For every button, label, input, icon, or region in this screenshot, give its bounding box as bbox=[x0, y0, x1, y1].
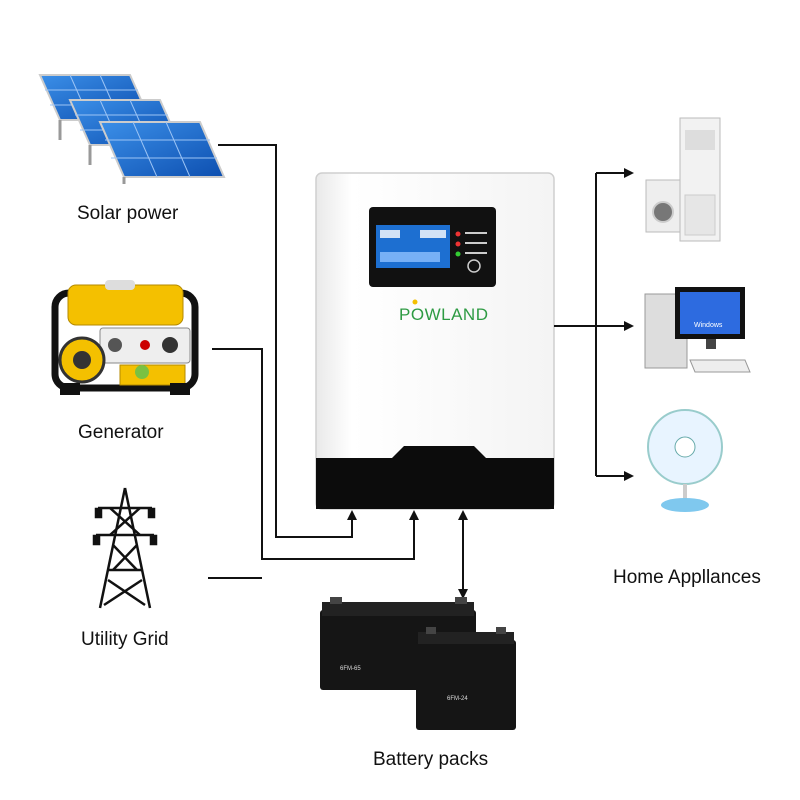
generator-icon bbox=[51, 280, 199, 395]
output-connections bbox=[554, 168, 634, 481]
fan-icon bbox=[647, 409, 723, 512]
inverter-display-panel bbox=[369, 207, 496, 287]
input-connections bbox=[208, 144, 468, 599]
home-appliances-label: Home Appllances bbox=[613, 567, 761, 588]
battery-packs-label: Battery packs bbox=[373, 749, 489, 770]
inverter-brand-logo: POWLAND bbox=[399, 305, 488, 324]
generator-label: Generator bbox=[78, 422, 164, 443]
solar-power-label: Solar power bbox=[77, 203, 179, 224]
utility-grid-label: Utility Grid bbox=[81, 629, 169, 650]
solar-panel-icon bbox=[38, 74, 226, 184]
generator-line bbox=[212, 348, 419, 560]
battery-pack-icon: 6FM-65 6FM-24 bbox=[320, 597, 516, 730]
windows-label: Windows bbox=[694, 322, 723, 329]
brand-sun-dot bbox=[412, 299, 418, 305]
air-conditioner-icon bbox=[679, 117, 721, 242]
power-tower-icon bbox=[92, 487, 158, 609]
inverter-unit: POWLAND bbox=[315, 172, 555, 510]
computer-icon: Windows bbox=[644, 287, 751, 373]
svg-text:6FM-24: 6FM-24 bbox=[447, 696, 468, 702]
solar-line bbox=[218, 144, 357, 538]
svg-text:6FM-65: 6FM-65 bbox=[340, 666, 361, 672]
washing-machine-icon bbox=[645, 179, 681, 233]
